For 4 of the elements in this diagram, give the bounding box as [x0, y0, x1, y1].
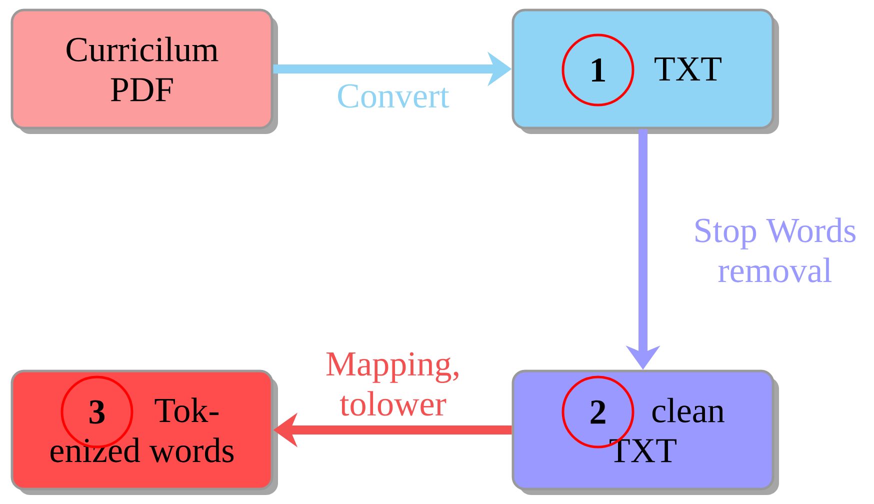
edge-label: Stop Words removal — [696, 218, 856, 282]
process-box: Curricilum PDF — [10, 8, 274, 130]
edge-label: Convert — [338, 84, 450, 108]
edge-label: Mapping, tolower — [326, 352, 458, 416]
